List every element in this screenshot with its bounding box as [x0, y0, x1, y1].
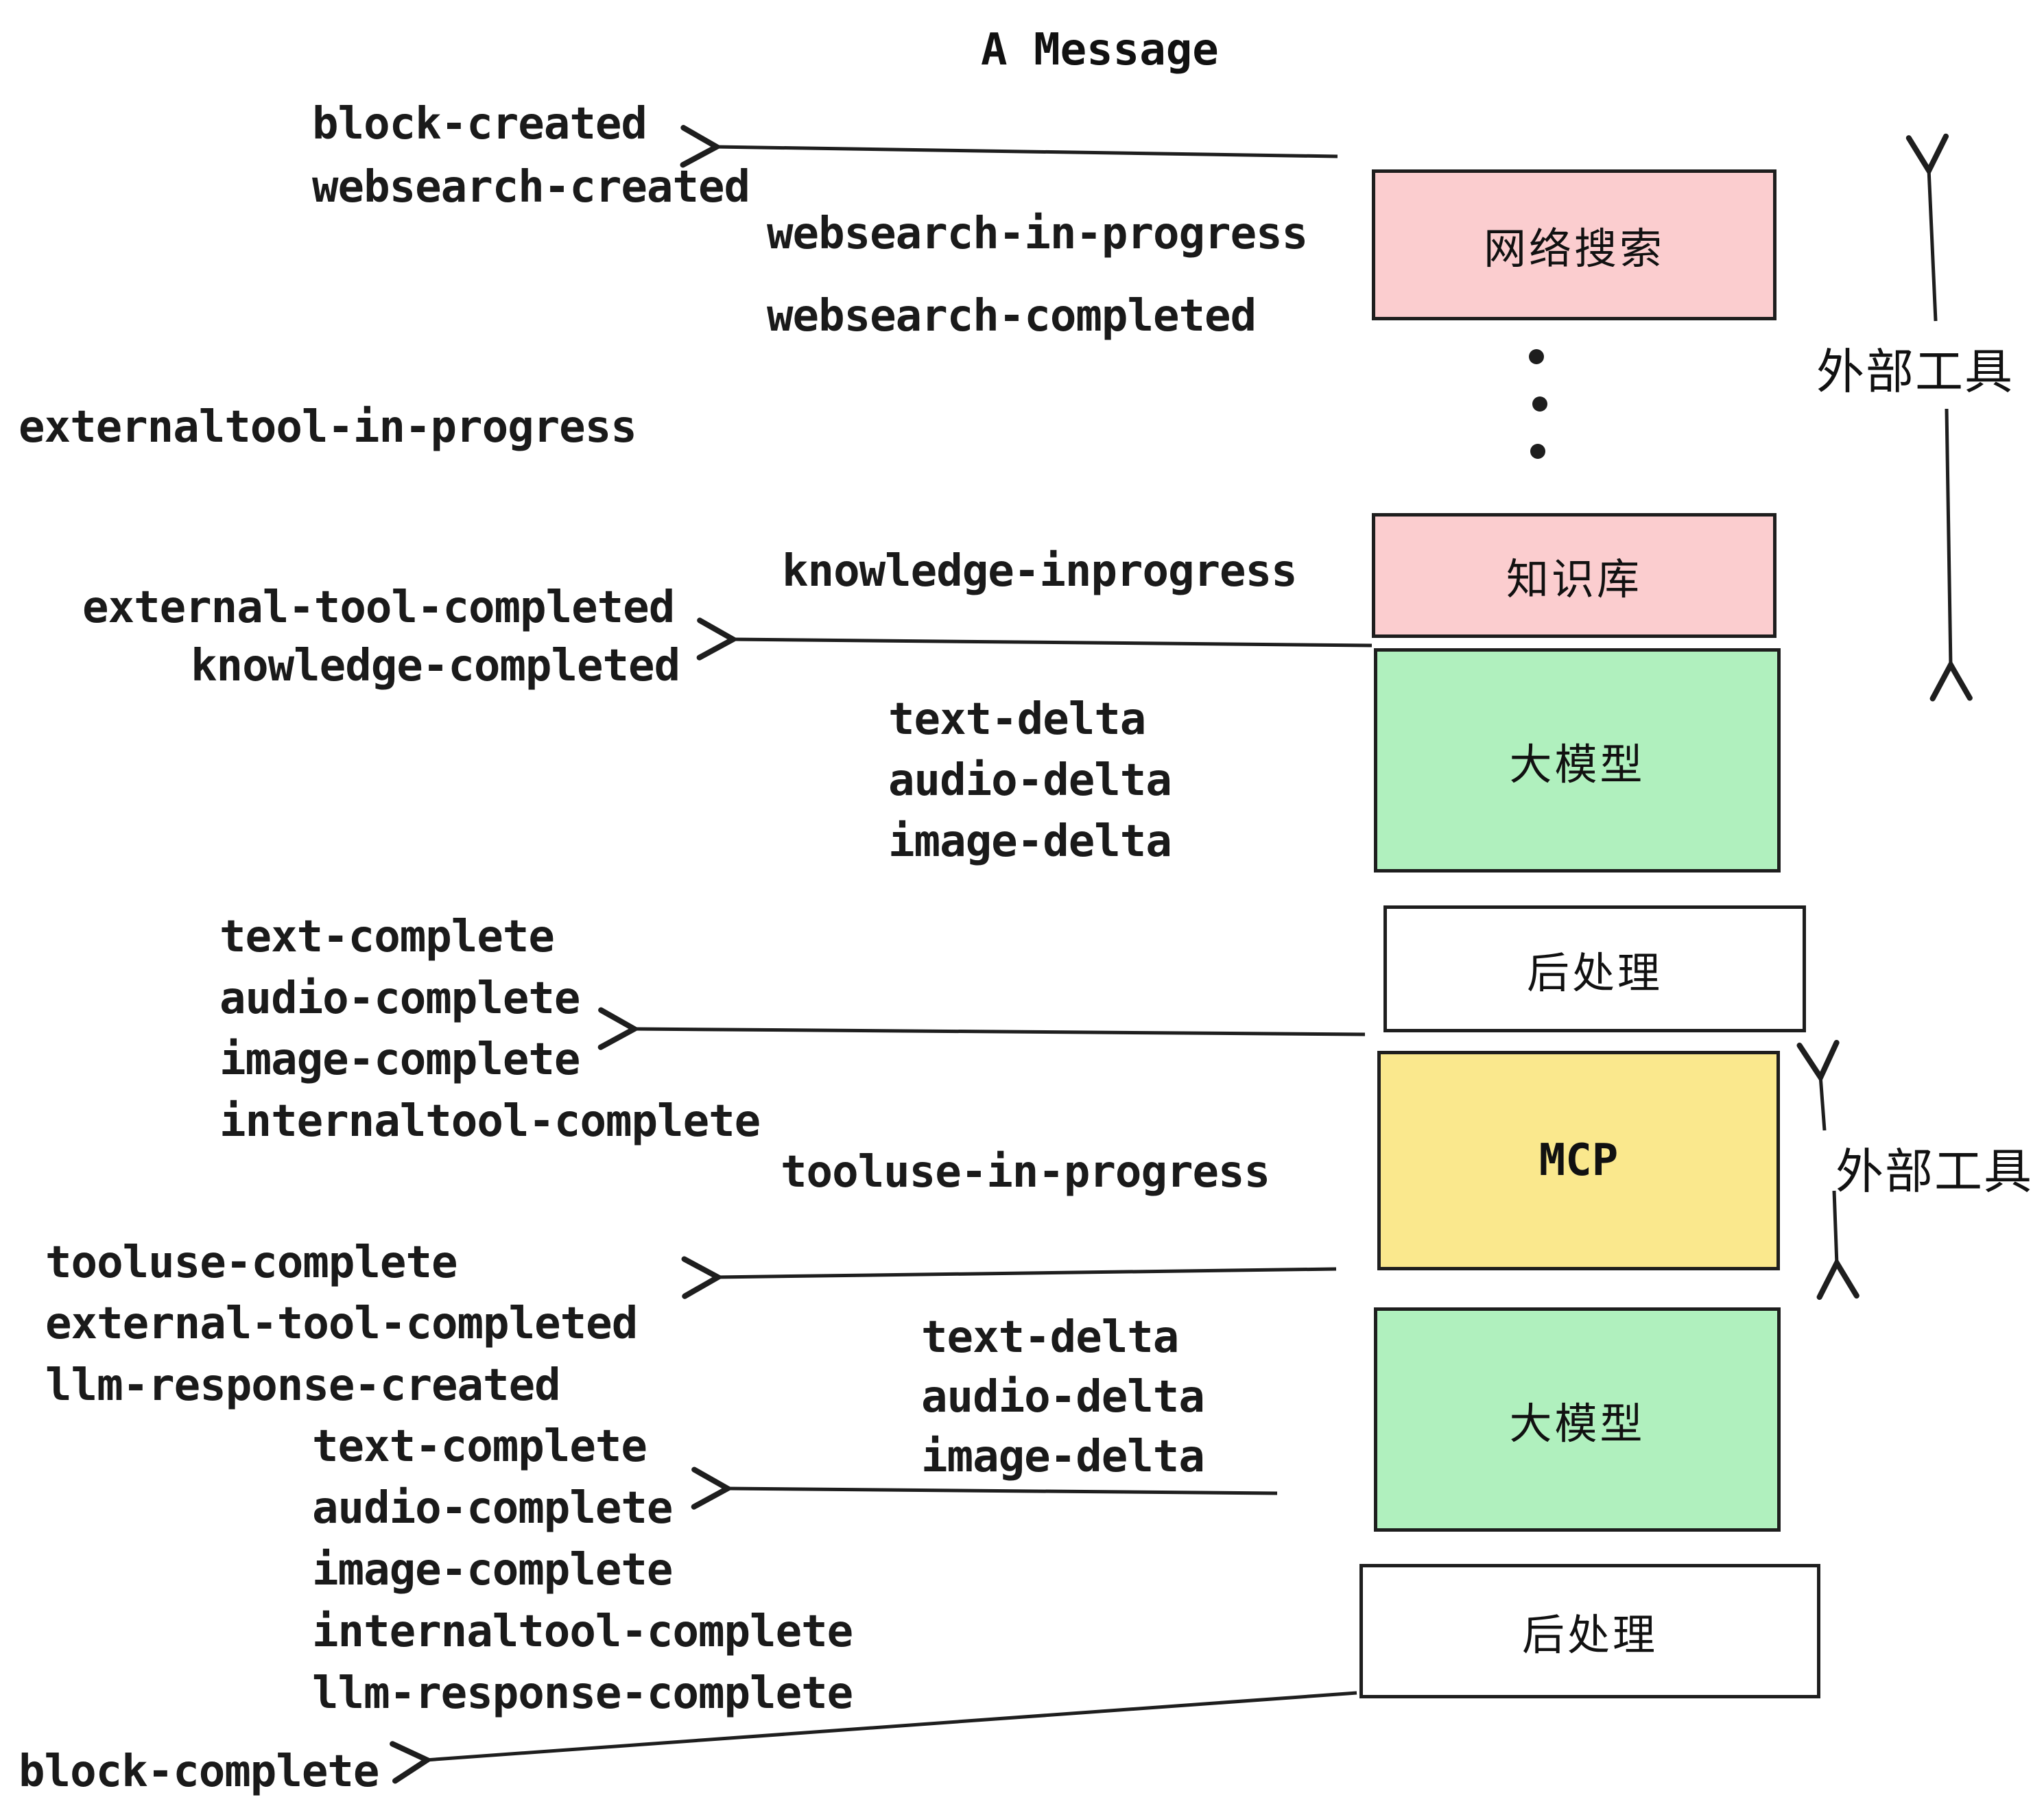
event-label-internaltool-complete-1: internaltool-complete: [219, 1096, 761, 1147]
event-label-image-delta-2: image-delta: [921, 1432, 1205, 1482]
box-postprocess-1: 后处理: [1383, 905, 1806, 1032]
event-label-llm-response-complete: llm-response-complete: [312, 1668, 853, 1719]
event-label-text-complete-2: text-complete: [312, 1421, 647, 1472]
event-label-audio-delta-2: audio-delta: [921, 1372, 1205, 1423]
box-mcp-label: MCP: [1538, 1135, 1619, 1186]
event-label-block-complete: block-complete: [19, 1746, 379, 1797]
event-label-image-complete-2: image-complete: [312, 1545, 673, 1595]
arrow-to-tooluse-complete: [681, 1256, 1337, 1299]
box-mcp: MCP: [1377, 1051, 1780, 1270]
box-websearch-label: 网络搜索: [1483, 224, 1665, 274]
event-label-knowledge-inprogress: knowledge-inprogress: [782, 546, 1298, 597]
arrow-to-knowledge-completed: [696, 617, 1372, 661]
event-label-websearch-in-progress: websearch-in-progress: [767, 209, 1308, 259]
event-label-tooluse-complete: tooluse-complete: [45, 1237, 457, 1288]
event-label-externaltool-in-progress: externaltool-in-progress: [19, 402, 637, 453]
external-tool-down-arrow-2: [1816, 1190, 1859, 1301]
event-label-external-tool-completed: external-tool-completed: [82, 582, 675, 633]
box-llm-2-label: 大模型: [1509, 1398, 1645, 1449]
external-tools-label-1: 外部工具: [1816, 344, 2014, 400]
event-label-internaltool-complete-2: internaltool-complete: [312, 1606, 853, 1657]
ellipsis-dots: [1529, 349, 1547, 459]
event-label-audio-delta-1: audio-delta: [888, 755, 1172, 806]
box-knowledge: 知识库: [1372, 513, 1776, 638]
event-label-text-delta-1: text-delta: [888, 694, 1146, 745]
event-label-knowledge-completed: knowledge-completed: [191, 641, 680, 691]
event-label-text-complete-1: text-complete: [219, 912, 555, 962]
box-llm-1: 大模型: [1374, 648, 1781, 873]
external-tool-up-arrow-1: [1905, 133, 1949, 322]
event-label-block-created: block-created: [312, 99, 647, 150]
box-llm-2: 大模型: [1374, 1307, 1781, 1532]
arrow-to-image-complete: [597, 1007, 1366, 1050]
box-postprocess-2-label: 后处理: [1521, 1610, 1658, 1660]
event-label-tooluse-in-progress: tooluse-in-progress: [781, 1147, 1270, 1198]
event-label-audio-complete-1: audio-complete: [219, 973, 580, 1024]
event-label-audio-complete-2: audio-complete: [312, 1483, 673, 1534]
event-label-websearch-created: websearch-created: [312, 162, 750, 213]
event-label-text-delta-2: text-delta: [921, 1312, 1179, 1363]
external-tool-down-arrow-1: [1929, 408, 1973, 702]
event-label-external-tool-completed-2: external-tool-completed: [45, 1298, 638, 1349]
box-knowledge-label: 知识库: [1506, 554, 1642, 604]
box-websearch: 网络搜索: [1372, 169, 1776, 320]
arrow-to-block-complete: [390, 1691, 1357, 1784]
event-label-websearch-completed: websearch-completed: [767, 291, 1257, 342]
arrow-to-block-created: [680, 125, 1338, 168]
box-postprocess-2: 后处理: [1359, 1564, 1820, 1698]
box-llm-1-label: 大模型: [1509, 739, 1645, 790]
event-label-llm-response-created: llm-response-created: [45, 1360, 561, 1411]
external-tools-label-2: 外部工具: [1835, 1143, 2033, 1200]
arrow-to-audio-complete: [691, 1467, 1278, 1510]
external-tool-up-arrow-2: [1796, 1039, 1840, 1131]
box-postprocess-1-label: 后处理: [1526, 947, 1663, 998]
event-label-image-delta-1: image-delta: [888, 816, 1172, 867]
page-title: A Message: [981, 25, 1219, 75]
event-label-image-complete-1: image-complete: [219, 1034, 580, 1085]
